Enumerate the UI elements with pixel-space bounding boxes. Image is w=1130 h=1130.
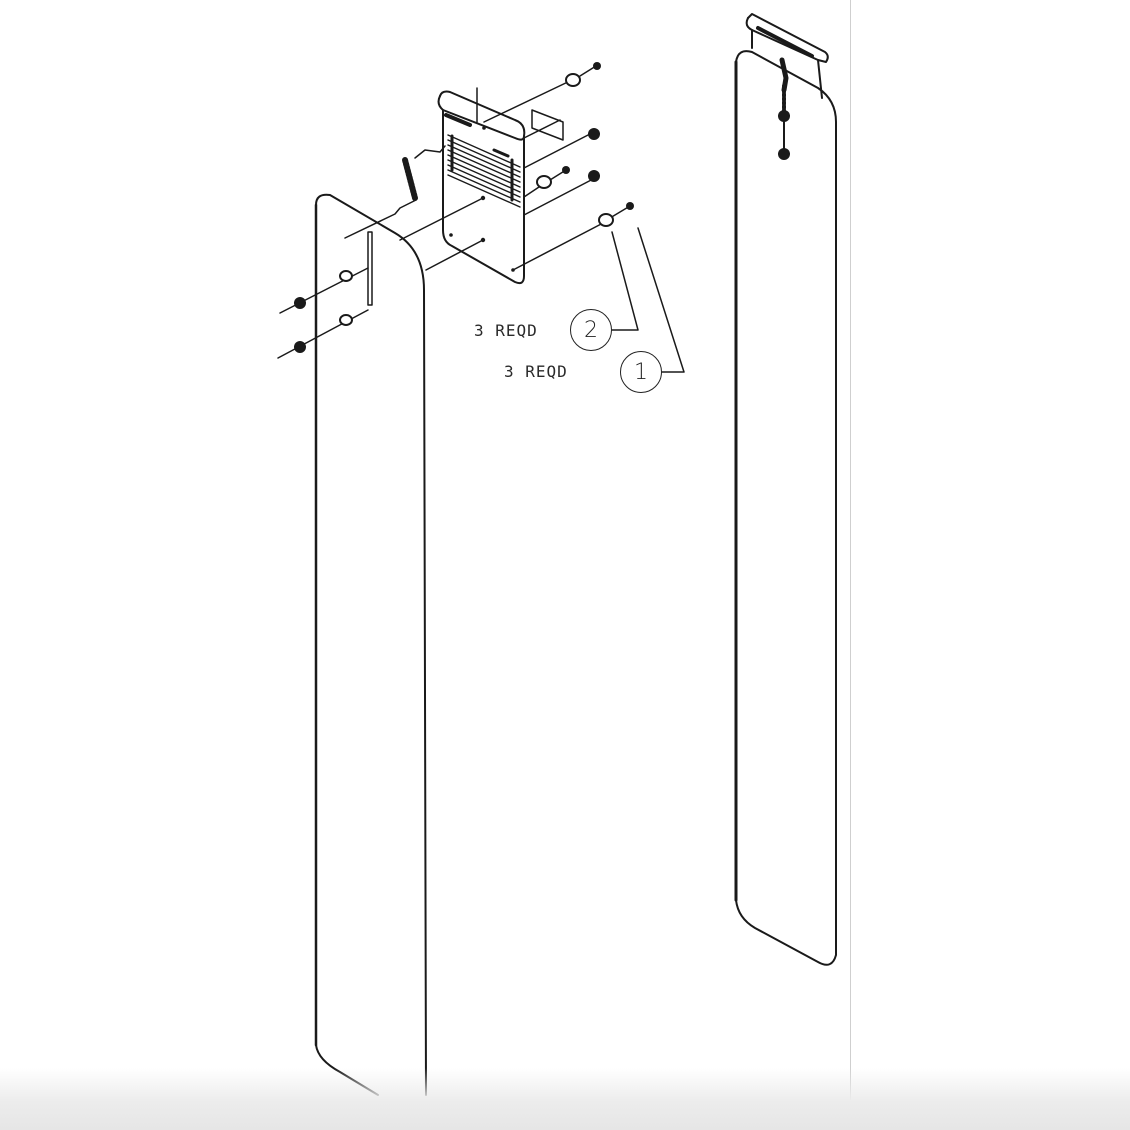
- callout-balloon-1: 1: [620, 351, 662, 393]
- small-plate: [531, 109, 564, 141]
- bottom-fade: [0, 1068, 1130, 1130]
- nut-icon: [294, 297, 306, 309]
- bracket-plate: [437, 87, 526, 285]
- nut-icon: [294, 341, 306, 353]
- qty-label-2: 3 REQD: [474, 321, 538, 340]
- washer-icon: [565, 73, 581, 87]
- callout-balloon-2: 2: [570, 309, 612, 351]
- washer-icon: [339, 314, 353, 326]
- qty-label-1: 3 REQD: [504, 362, 568, 381]
- washer-icon: [339, 270, 353, 282]
- nut-icon: [778, 148, 790, 160]
- washer-icon: [536, 175, 552, 189]
- page-divider: [850, 0, 851, 1100]
- callout-number: 2: [584, 317, 598, 343]
- screws-nuts: [294, 62, 634, 353]
- callout-number: 1: [634, 359, 648, 385]
- washers: [339, 73, 614, 326]
- spring: [344, 145, 446, 239]
- right-tall-panel: [734, 13, 837, 966]
- washer-icon: [598, 213, 614, 227]
- nut-icon: [778, 110, 790, 122]
